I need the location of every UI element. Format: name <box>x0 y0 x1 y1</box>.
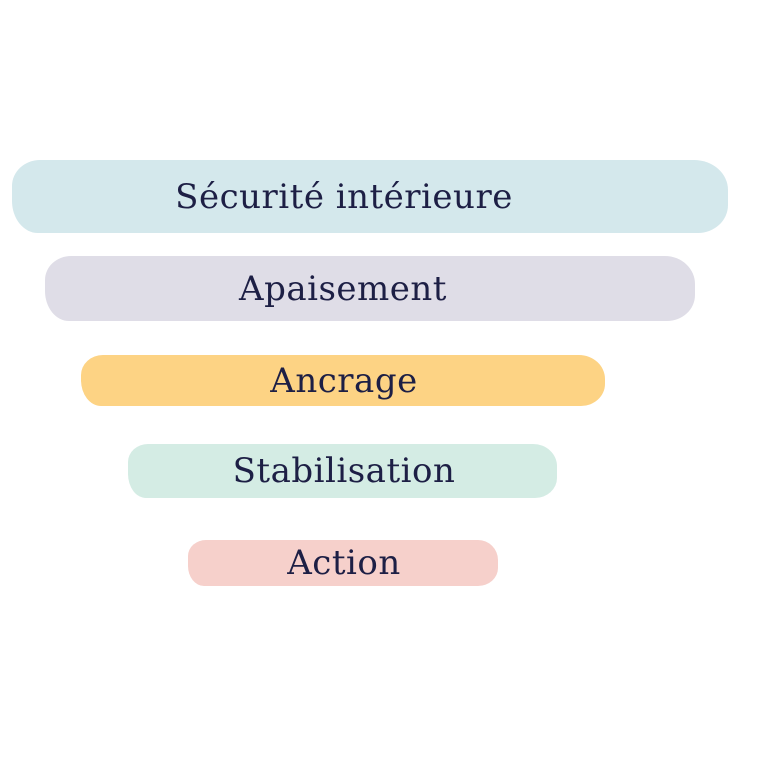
funnel-level-label: Ancrage <box>270 360 418 401</box>
funnel-level-label: Stabilisation <box>232 451 456 491</box>
funnel-level-label: Apaisement <box>239 268 447 309</box>
funnel-level-stabilisation: Stabilisation <box>128 444 557 498</box>
funnel-level-label: Action <box>287 543 401 583</box>
funnel-level-apaisement: Apaisement <box>45 256 695 321</box>
funnel-level-action: Action <box>188 540 498 586</box>
funnel-level-ancrage: Ancrage <box>81 355 605 406</box>
funnel-level-label: Sécurité intérieure <box>175 176 513 217</box>
funnel-level-securite-interieure: Sécurité intérieure <box>12 160 728 233</box>
